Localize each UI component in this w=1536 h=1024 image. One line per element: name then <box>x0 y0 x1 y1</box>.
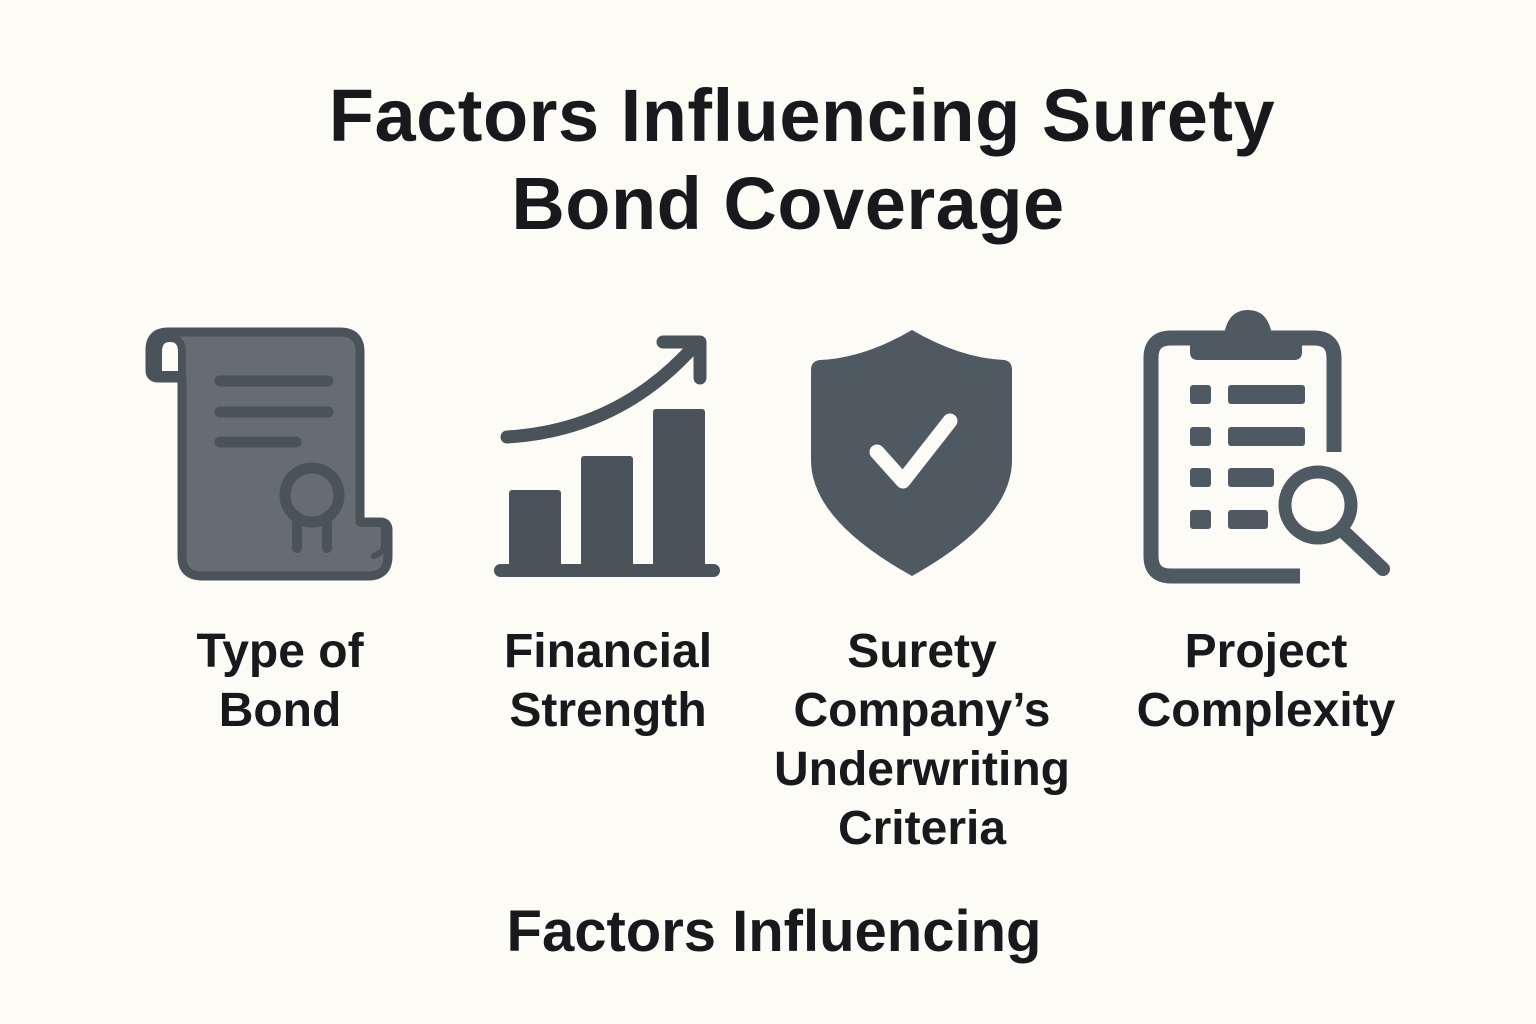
label-line: Underwriting <box>774 743 1070 796</box>
footer-caption: Factors Influencing <box>506 899 1042 964</box>
title-line-1: Factors Influencing Surety <box>328 74 1276 157</box>
label-line: Bond <box>218 684 342 737</box>
label-line: Financial <box>503 625 713 678</box>
page-title: Factors Influencing Surety Bond Coverage <box>0 72 1536 248</box>
label-line: Surety <box>847 625 997 678</box>
label-line: Criteria <box>837 802 1007 855</box>
bar-chart-growth-icon <box>494 335 720 577</box>
clipboard-search-icon <box>1143 310 1390 584</box>
label-line: Company’s <box>793 684 1051 737</box>
factor-label: Type of Bond <box>140 622 420 740</box>
factor-type-of-bond: Type of Bond <box>0 300 1536 900</box>
shield-check-icon <box>811 330 1012 576</box>
factor-label: Financial Strength <box>468 622 748 740</box>
factor-underwriting-criteria: Surety Company’s Underwriting Criteria <box>0 300 1536 900</box>
factor-financial-strength: Financial Strength <box>0 300 1536 900</box>
factor-project-complexity: Project Complexity <box>0 300 1536 900</box>
label-line: Type of <box>196 625 364 678</box>
factor-label: Surety Company’s Underwriting Criteria <box>762 622 1082 858</box>
label-line: Complexity <box>1136 684 1396 737</box>
label-line: Strength <box>509 684 707 737</box>
title-line-2: Bond Coverage <box>511 162 1065 245</box>
factor-label: Project Complexity <box>1116 622 1416 740</box>
scroll-certificate-icon <box>145 327 393 581</box>
label-line: Project <box>1184 625 1348 678</box>
